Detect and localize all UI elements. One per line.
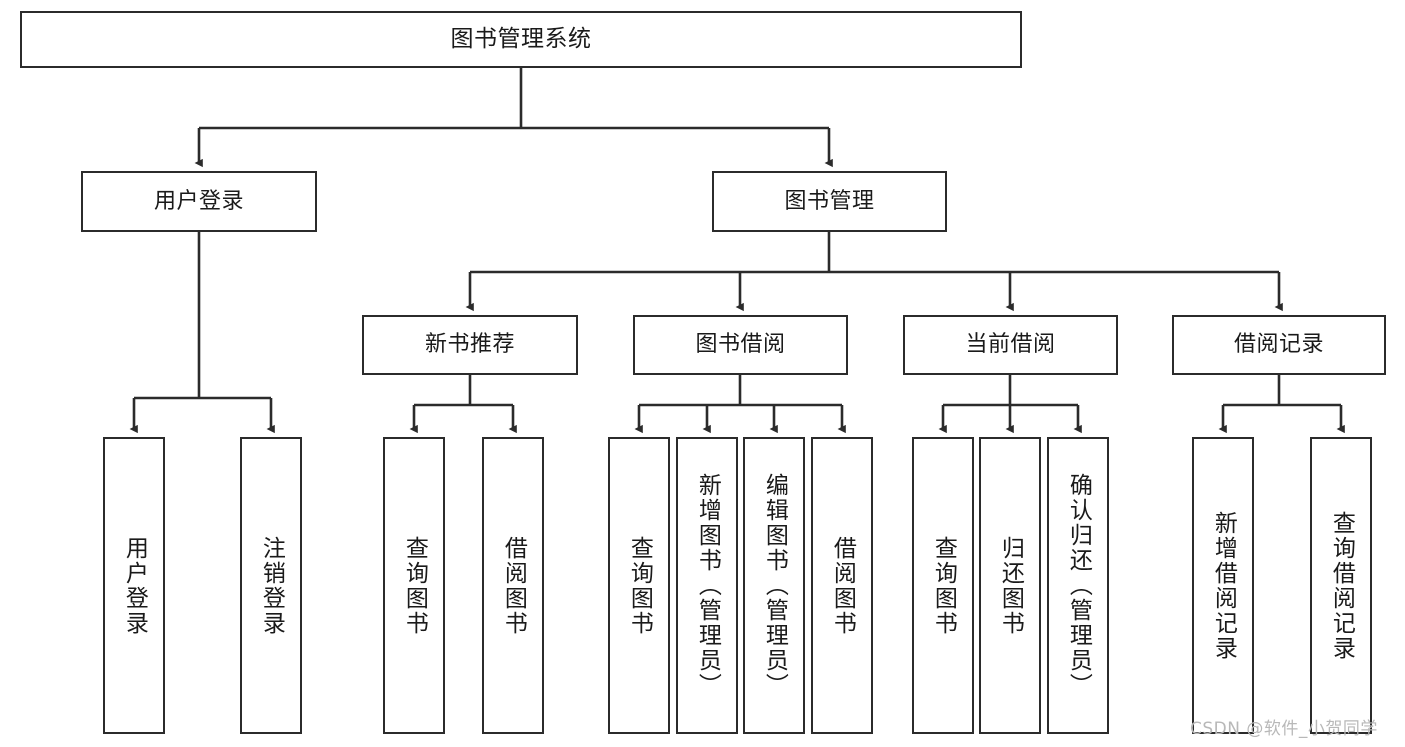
leaf-query-books-borrow[interactable]: 查询图书 (608, 437, 670, 734)
node-label: 用户登录 (153, 188, 244, 214)
node-label: 图书管理 (784, 188, 875, 214)
node-label: 确认归还（管理员） (1065, 473, 1092, 698)
node-label: 归还图书 (997, 535, 1024, 636)
node-label: 注销登录 (258, 535, 285, 636)
leaf-add-borrow-record[interactable]: 新增借阅记录 (1192, 437, 1254, 734)
csdn-watermark: CSDN @软件_小贺同学 (1190, 719, 1378, 739)
node-label: 借阅图书 (829, 535, 856, 636)
node-label: 新增借阅记录 (1210, 510, 1237, 661)
node-label: 查询图书 (401, 535, 428, 636)
leaf-logout[interactable]: 注销登录 (240, 437, 302, 734)
node-label: 用户登录 (121, 535, 148, 636)
node-label: 编辑图书（管理员） (761, 473, 788, 698)
node-label: 图书借阅 (695, 332, 786, 358)
node-label: 查询图书 (626, 535, 653, 636)
node-book-borrow[interactable]: 图书借阅 (633, 315, 848, 375)
node-label: 借阅图书 (500, 535, 527, 636)
node-new-book-recommendation[interactable]: 新书推荐 (362, 315, 578, 375)
node-user-login[interactable]: 用户登录 (81, 171, 317, 232)
leaf-confirm-return-admin[interactable]: 确认归还（管理员） (1047, 437, 1109, 734)
leaf-add-book-admin[interactable]: 新增图书（管理员） (676, 437, 738, 734)
node-borrow-records[interactable]: 借阅记录 (1172, 315, 1386, 375)
node-label: 图书管理系统 (450, 25, 592, 52)
leaf-edit-book-admin[interactable]: 编辑图书（管理员） (743, 437, 805, 734)
node-label: 查询图书 (930, 535, 957, 636)
node-book-management[interactable]: 图书管理 (712, 171, 947, 232)
node-label: 新书推荐 (424, 332, 515, 358)
node-label: 新增图书（管理员） (694, 473, 721, 698)
leaf-query-books-recommendation[interactable]: 查询图书 (383, 437, 445, 734)
leaf-borrow-books-recommendation[interactable]: 借阅图书 (482, 437, 544, 734)
node-label: 借阅记录 (1233, 332, 1324, 358)
node-current-borrow[interactable]: 当前借阅 (903, 315, 1118, 375)
leaf-borrow-books-borrow[interactable]: 借阅图书 (811, 437, 873, 734)
leaf-return-books[interactable]: 归还图书 (979, 437, 1041, 734)
node-label: 当前借阅 (965, 332, 1056, 358)
leaf-user-login[interactable]: 用户登录 (103, 437, 165, 734)
node-root-book-management-system[interactable]: 图书管理系统 (20, 11, 1022, 68)
node-label: 查询借阅记录 (1328, 510, 1355, 661)
leaf-query-books-current[interactable]: 查询图书 (912, 437, 974, 734)
leaf-query-borrow-record[interactable]: 查询借阅记录 (1310, 437, 1372, 734)
